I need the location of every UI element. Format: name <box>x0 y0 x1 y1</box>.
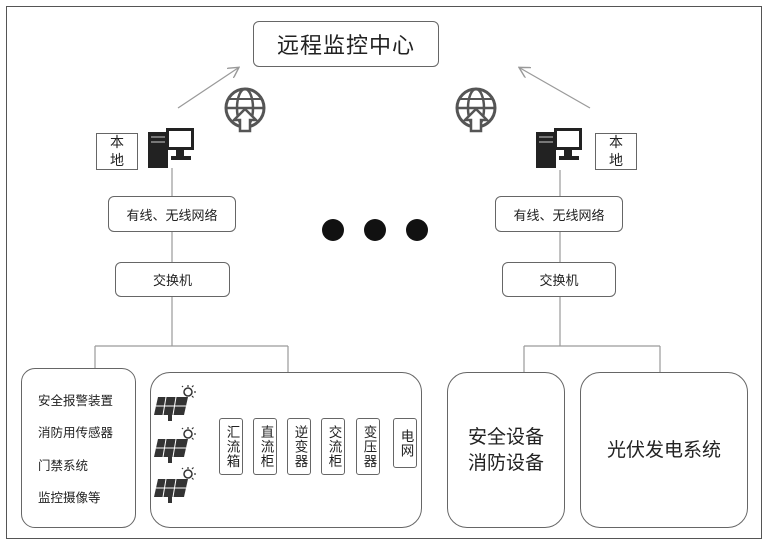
local-label-right: 本 地 <box>595 133 637 170</box>
ellipsis-dot <box>364 219 386 241</box>
combiner-box: 汇流箱 <box>219 418 243 475</box>
globe-upload-icon <box>224 87 266 133</box>
uplink-arrow-left <box>177 68 238 109</box>
security-devices-list: 安全报警装置 消防用传感器 门禁系统 监控摄像等 <box>21 368 136 528</box>
diagram-frame <box>6 6 762 539</box>
device-item: 监控摄像等 <box>38 490 101 506</box>
device-item: 消防用传感器 <box>38 425 114 441</box>
uplink-arrow-right <box>520 68 591 109</box>
solar-panel-icon <box>154 385 196 421</box>
safety-equipment-box: 安全设备 消防设备 <box>447 372 565 528</box>
network-box-right: 有线、无线网络 <box>495 196 623 232</box>
device-item: 安全报警装置 <box>38 392 114 408</box>
globe-upload-icon <box>455 87 497 133</box>
transformer: 变压器 <box>356 418 380 475</box>
switch-box-left: 交换机 <box>115 262 230 297</box>
solar-panel-icon <box>154 467 196 503</box>
remote-monitoring-center: 远程监控中心 <box>253 21 439 67</box>
power-grid: 电网 <box>393 418 417 468</box>
local-label-left: 本 地 <box>96 133 138 170</box>
inverter: 逆变器 <box>287 418 311 475</box>
dc-cabinet: 直流柜 <box>253 418 277 475</box>
pv-system-box: 光伏发电系统 <box>580 372 748 528</box>
switch-box-right: 交换机 <box>502 262 616 297</box>
network-box-left: 有线、无线网络 <box>108 196 236 232</box>
ellipsis-dot <box>322 219 344 241</box>
device-item: 门禁系统 <box>38 457 89 473</box>
computer-icon <box>148 128 194 168</box>
computer-icon <box>536 128 582 168</box>
ac-cabinet: 交流柜 <box>321 418 345 475</box>
ellipsis-dot <box>406 219 428 241</box>
solar-panel-icon <box>154 427 196 463</box>
